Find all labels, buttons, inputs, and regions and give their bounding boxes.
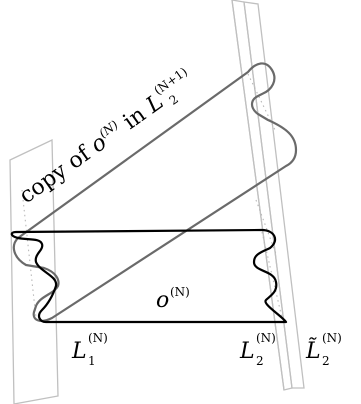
plane-L2-tilde bbox=[243, 1, 305, 389]
L2-label: L (N) 2 bbox=[239, 331, 276, 368]
dotted-hints bbox=[21, 73, 283, 319]
loop-original bbox=[10, 228, 288, 324]
L2-label-sup: (N) bbox=[256, 331, 276, 345]
L1-label-base: L bbox=[71, 339, 87, 364]
plane-L1 bbox=[9, 138, 59, 404]
L2-label-sub: 2 bbox=[256, 354, 264, 368]
o-label: o (N) bbox=[156, 285, 190, 313]
L1-label-sub: 1 bbox=[88, 354, 96, 368]
L1-label: L (N) 1 bbox=[71, 331, 108, 368]
L2-tilde-label-base: L̃ bbox=[305, 338, 321, 364]
svg-text:copy of o(N) in L(N+1)2: copy of o(N) in L(N+1)2 bbox=[13, 65, 200, 211]
L1-label-sup: (N) bbox=[88, 331, 108, 345]
copy-label-L-sub: 2 bbox=[167, 92, 181, 108]
L2-tilde-label-sup: (N) bbox=[322, 331, 342, 345]
loop-copy bbox=[12, 62, 298, 322]
L2-label-base: L bbox=[239, 339, 255, 364]
copy-label: copy of o(N) in L(N+1)2 bbox=[13, 65, 200, 211]
copy-label-prefix: copy of bbox=[15, 138, 101, 209]
L2-tilde-label: L̃ (N) 2 bbox=[305, 331, 342, 368]
L2-tilde-label-sub: 2 bbox=[322, 354, 330, 368]
o-label-base: o bbox=[156, 288, 169, 313]
o-label-sup: (N) bbox=[170, 285, 190, 299]
